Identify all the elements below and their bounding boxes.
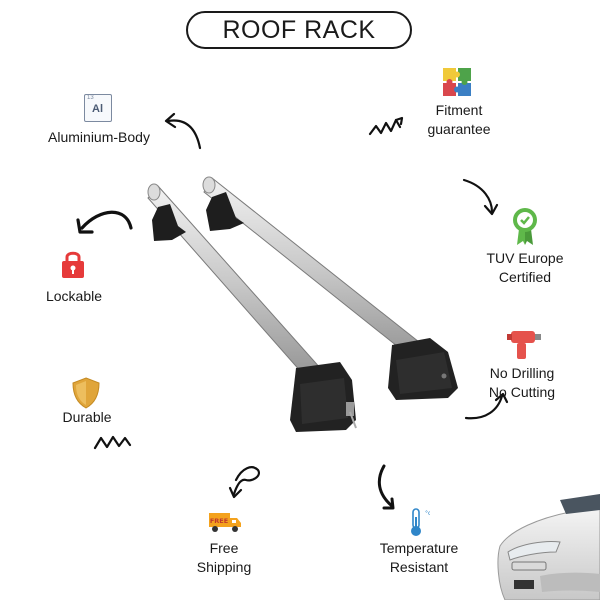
feature-lockable: Lockable [24, 287, 124, 306]
arrow-lockable [80, 210, 133, 230]
arrow-drilling [464, 394, 504, 420]
puzzle-icon [443, 68, 471, 96]
feature-drilling: No Drilling No Cutting [470, 364, 574, 402]
arrow-shipping [232, 466, 260, 496]
feature-shipping: Free Shipping [180, 539, 268, 577]
squiggle-durable [93, 435, 132, 450]
page-title: ROOF RACK [186, 11, 412, 49]
feature-shipping-line2: Shipping [196, 559, 252, 575]
feature-durable: Durable [42, 408, 132, 427]
squiggle-fitment [368, 118, 402, 136]
feature-aluminium-label: Aluminium-Body [48, 129, 150, 145]
feature-fitment-line1: Fitment [435, 102, 483, 118]
feature-tuv-line2: Certified [498, 269, 552, 285]
feature-temperature-line1: Temperature [379, 540, 459, 556]
car-image [497, 494, 600, 600]
front-foot-top [152, 204, 186, 241]
feature-temperature-line2: Resistant [389, 559, 449, 575]
arrow-tuv [462, 178, 494, 214]
element-number: 13 [87, 95, 94, 101]
feature-drilling-line1: No Drilling [489, 365, 555, 381]
drill-icon [507, 331, 541, 359]
feature-fitment-line2: guarantee [427, 121, 491, 137]
padlock-icon [62, 251, 84, 278]
feature-lockable-label: Lockable [45, 288, 103, 304]
arrow-aluminium [166, 119, 202, 150]
rear-foot-top [206, 192, 244, 231]
feature-aluminium: Aluminium-Body [34, 128, 164, 147]
feature-tuv-line1: TUV Europe [486, 250, 564, 266]
aluminium-element-icon: 13 Al [84, 94, 112, 122]
rear-bottom-foot [388, 338, 458, 400]
certified-badge-icon [513, 208, 537, 245]
shield-icon [72, 377, 100, 409]
front-bottom-foot [290, 362, 357, 432]
feature-tuv: TUV Europe Certified [470, 249, 580, 287]
feature-durable-label: Durable [62, 409, 112, 425]
svg-text:°c: °c [425, 510, 430, 517]
element-symbol: Al [92, 103, 103, 115]
truck-badge-text: FREE [210, 517, 228, 525]
feature-drilling-line2: No Cutting [488, 384, 556, 400]
thermometer-icon: °c [411, 508, 430, 536]
arrow-temperature [377, 464, 394, 508]
feature-temperature: Temperature Resistant [364, 539, 474, 577]
feature-fitment: Fitment guarantee [400, 101, 518, 139]
delivery-truck-icon: FREE [209, 513, 241, 532]
feature-shipping-line1: Free [209, 540, 239, 556]
